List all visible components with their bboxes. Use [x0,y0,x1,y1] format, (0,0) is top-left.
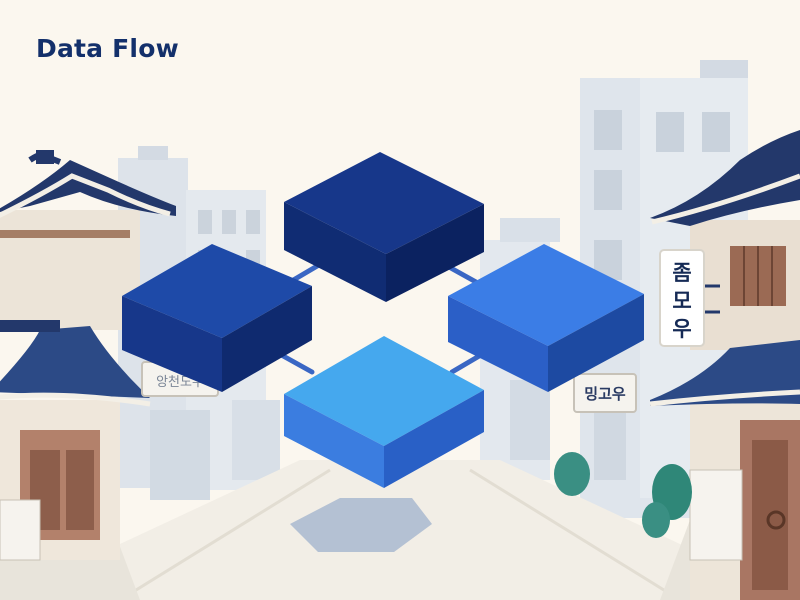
hanok-left-upper [0,150,176,330]
block-left [122,244,312,392]
hanok-left-lower [0,320,151,561]
sign-right-small: 밍고우 [573,373,637,413]
sign-right-vertical: 좀 모 우 [659,249,720,347]
block-top [284,152,484,302]
blocks-floor-shadow [290,498,432,552]
page-title: Data Flow [36,34,179,63]
hanok-right-lower [649,340,800,600]
shrubs [554,452,692,538]
sign-vertical-char-3: 우 [672,317,691,341]
sign-vertical-char-1: 좀 [672,261,691,285]
block-bottom [284,336,484,488]
sign-right-small-text: 밍고우 [584,385,626,403]
block-right [448,244,644,392]
sign-vertical-char-2: 모 [672,289,691,313]
